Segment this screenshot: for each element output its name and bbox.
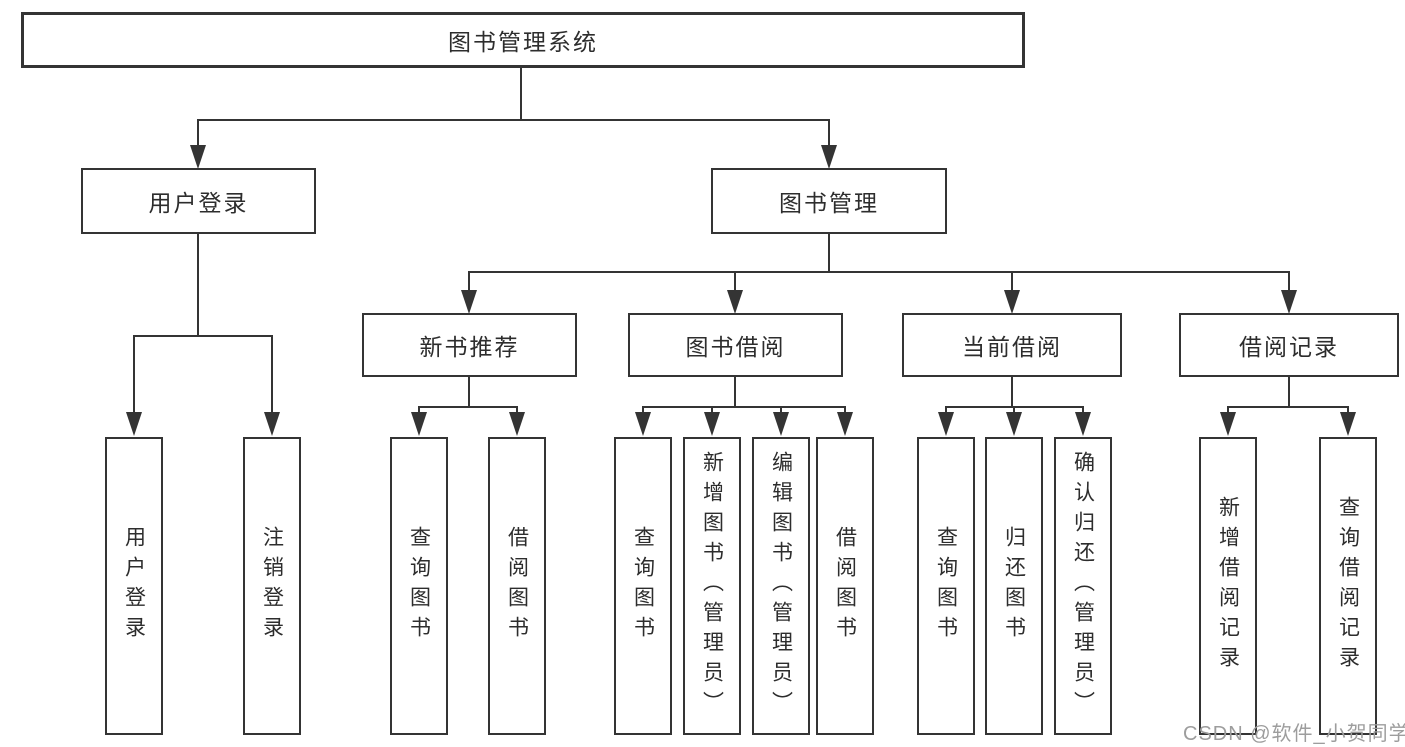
node-root-system: 图书管理系统 bbox=[21, 12, 1025, 68]
leaf-label: 查询图书 bbox=[407, 526, 431, 646]
leaf-borrow-books-2: 借阅图书 bbox=[816, 437, 874, 735]
node-new-book-recommend: 新书推荐 bbox=[362, 313, 577, 377]
node-label: 当前借阅 bbox=[962, 334, 1062, 360]
leaf-label: 确认归还（管理员） bbox=[1071, 451, 1095, 721]
node-root-label: 图书管理系统 bbox=[448, 29, 598, 55]
csdn-watermark: CSDN @软件_小贺同学 bbox=[1183, 723, 1405, 745]
leaf-logout: 注销登录 bbox=[243, 437, 301, 735]
leaf-label: 编辑图书（管理员） bbox=[769, 451, 793, 721]
node-label: 借阅记录 bbox=[1239, 334, 1339, 360]
leaf-edit-books-admin: 编辑图书（管理员） bbox=[752, 437, 810, 735]
node-user-login-branch: 用户登录 bbox=[81, 168, 316, 234]
node-borrow-record: 借阅记录 bbox=[1179, 313, 1399, 377]
leaf-confirm-return-admin: 确认归还（管理员） bbox=[1054, 437, 1112, 735]
node-label: 图书借阅 bbox=[685, 334, 786, 360]
node-current-borrow: 当前借阅 bbox=[902, 313, 1122, 377]
leaf-label: 用户登录 bbox=[122, 526, 146, 646]
leaf-user-login: 用户登录 bbox=[105, 437, 163, 735]
leaf-query-books-1: 查询图书 bbox=[390, 437, 448, 735]
node-book-management-branch: 图书管理 bbox=[711, 168, 947, 234]
leaf-label: 注销登录 bbox=[260, 526, 284, 646]
leaf-label: 归还图书 bbox=[1002, 526, 1026, 646]
leaf-borrow-books-1: 借阅图书 bbox=[488, 437, 546, 735]
node-book-borrow: 图书借阅 bbox=[628, 313, 843, 377]
leaf-query-books-2: 查询图书 bbox=[614, 437, 672, 735]
leaf-add-borrow-record: 新增借阅记录 bbox=[1199, 437, 1257, 735]
node-label: 新书推荐 bbox=[419, 334, 520, 360]
node-label: 用户登录 bbox=[148, 190, 249, 216]
leaf-query-books-3: 查询图书 bbox=[917, 437, 975, 735]
leaf-label: 查询图书 bbox=[934, 526, 958, 646]
leaf-label: 查询图书 bbox=[631, 526, 655, 646]
leaf-add-books-admin: 新增图书（管理员） bbox=[683, 437, 741, 735]
node-label: 图书管理 bbox=[779, 190, 879, 216]
leaf-label: 借阅图书 bbox=[833, 526, 857, 646]
leaf-return-books: 归还图书 bbox=[985, 437, 1043, 735]
leaf-label: 新增借阅记录 bbox=[1216, 496, 1240, 676]
leaf-label: 查询借阅记录 bbox=[1336, 496, 1360, 676]
leaf-label: 新增图书（管理员） bbox=[700, 451, 724, 721]
leaf-query-borrow-record: 查询借阅记录 bbox=[1319, 437, 1377, 735]
leaf-label: 借阅图书 bbox=[505, 526, 529, 646]
